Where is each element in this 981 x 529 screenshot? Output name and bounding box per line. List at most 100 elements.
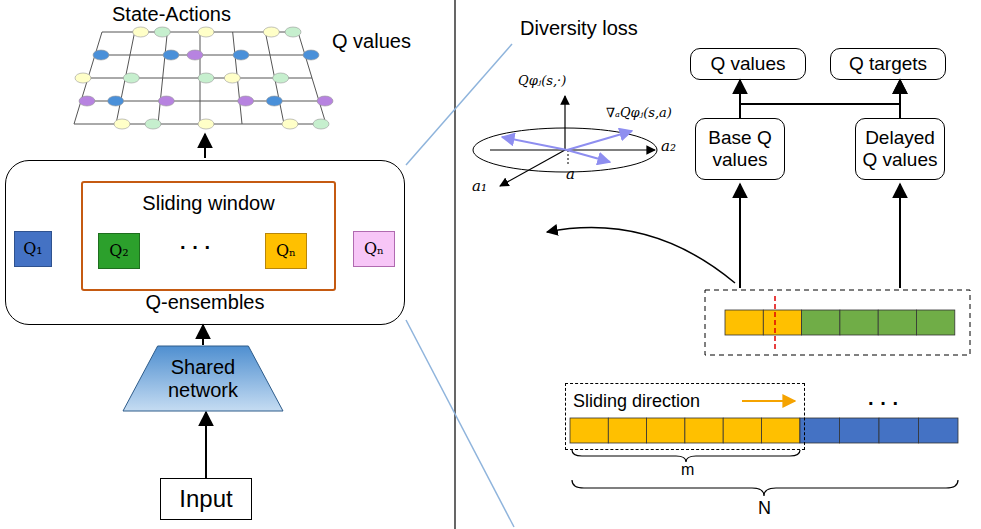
q-value-dot [123,73,139,83]
input-box: Input [160,478,252,520]
q-head: Qₙ [265,233,307,269]
node-text: Q₂ [109,242,129,260]
q-head: Q₂ [98,233,140,269]
node-text: Shared network [153,356,253,402]
bar-cell [840,310,878,335]
window-frame: Sliding direction [565,383,805,450]
gradient-arrow [567,150,610,162]
bar-cell [762,418,800,443]
q-value-dot [133,27,149,37]
output-box: Q targets [830,48,946,80]
node-text: Q values [711,53,786,75]
delayed-arrow [899,184,901,288]
state-action-grid [74,27,333,129]
q-value-dot [266,96,282,106]
q-value-dot [108,96,124,106]
q-value-dot [273,73,289,83]
action-tick [568,150,569,166]
trapezoid-outline [123,346,283,411]
connector [205,412,207,478]
bar-cell [723,418,761,443]
base-arrow [739,184,741,288]
grid-caption: Q values [332,30,411,53]
bar-cell [878,310,916,335]
n-brace [572,480,958,496]
axis-label: a₁ [472,178,487,195]
q-value-dot [93,50,109,60]
node-text: Q targets [849,53,927,75]
dimension-label: N [758,498,771,519]
q-axis [564,96,565,150]
zoom-line [406,44,512,165]
bar-cell [800,418,840,443]
bar-cell [917,310,955,335]
bar-cell [725,310,763,335]
bar-cell [840,418,880,443]
q-value-dot [285,27,301,37]
bar-cell [919,418,959,443]
connector [202,325,204,345]
split-bar [725,310,955,335]
q-value-dot [198,73,214,83]
node-text: Base Q values [701,127,779,171]
grid-line [74,32,102,124]
q-value-dot [145,119,161,129]
q-value-dot [198,27,214,37]
gradient-label: ∇ₐQφⱼ(s,a) [606,106,672,121]
panel-divider [454,0,455,529]
zoom-line [406,320,514,527]
grid-line [158,32,167,124]
node-text: Delayed Q values [861,127,939,171]
node-text: Qₙ [364,240,384,258]
q-value-dot [158,96,174,106]
gradient-arrow [567,131,632,150]
q-value-dot [303,50,319,60]
a1-axis [500,150,565,186]
bar-cell [570,418,608,443]
loss-title: Diversity loss [520,17,638,40]
split-window [705,290,970,355]
q-value-dot [263,27,279,37]
node-text: Q-ensembles [146,291,265,314]
split-line [774,296,776,350]
process-box: Base Q values [695,118,785,180]
output-arrow [204,134,206,158]
sequence-bar [570,418,958,443]
q-value-dot [238,96,254,106]
output-box: Q values [690,48,806,80]
q-value-dot [313,119,329,129]
gradient-arrow [502,137,567,150]
q-head: Q₁ [14,231,52,267]
bar-cell [763,310,801,335]
shared-network: Shared network [122,345,284,412]
node-text: Sliding direction [573,391,700,412]
dimension-label: m [681,461,694,479]
axis-label: a₂ [661,138,676,155]
bar-cell [608,418,646,443]
bar-cell [879,418,919,443]
q-head: Qₙ [353,231,395,267]
node-text: Input [179,485,232,513]
ellipsis: · · · [868,392,899,415]
q-value-dot [233,50,249,60]
ellipsis: · · · [180,236,211,259]
bar-cell [685,418,723,443]
q-value-dot [224,73,240,83]
bar-cell [802,310,840,335]
q-value-dot [317,96,333,106]
node-text: Qₙ [276,242,296,260]
grid-line [298,32,326,124]
m-brace [572,450,800,462]
connector [740,80,900,118]
q-value-dot [114,119,130,129]
bar-cell [647,418,685,443]
process-box: Delayed Q values [855,118,945,180]
q-value-dot [282,119,298,129]
q-value-dot [187,50,203,60]
axis-label: Qφⱼ(s,·) [518,74,566,89]
q-value-dot [79,96,95,106]
q-value-dot [75,73,91,83]
axis-label: a [566,166,575,183]
